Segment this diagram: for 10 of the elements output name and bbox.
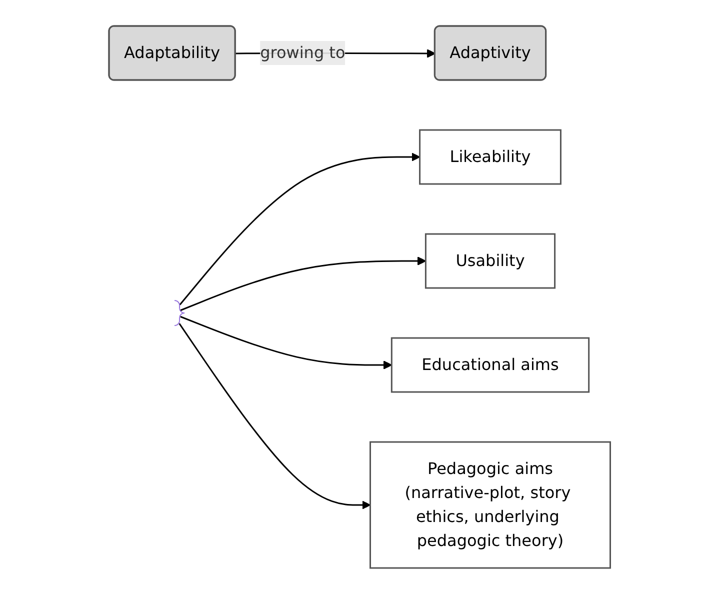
node-box: Usability [425, 232, 556, 288]
arrow [180, 315, 392, 369]
arrow [180, 152, 421, 305]
arrow [180, 256, 426, 311]
node-box: Educational aims [391, 336, 590, 392]
node-box: Pedagogic aims (narrative-plot, story ethics, underlying pedagogic theory) [370, 440, 612, 568]
edge-label: growing to [260, 42, 346, 62]
arrow [179, 322, 372, 509]
node-brace [174, 300, 186, 326]
node-box: Likeability [419, 128, 562, 184]
